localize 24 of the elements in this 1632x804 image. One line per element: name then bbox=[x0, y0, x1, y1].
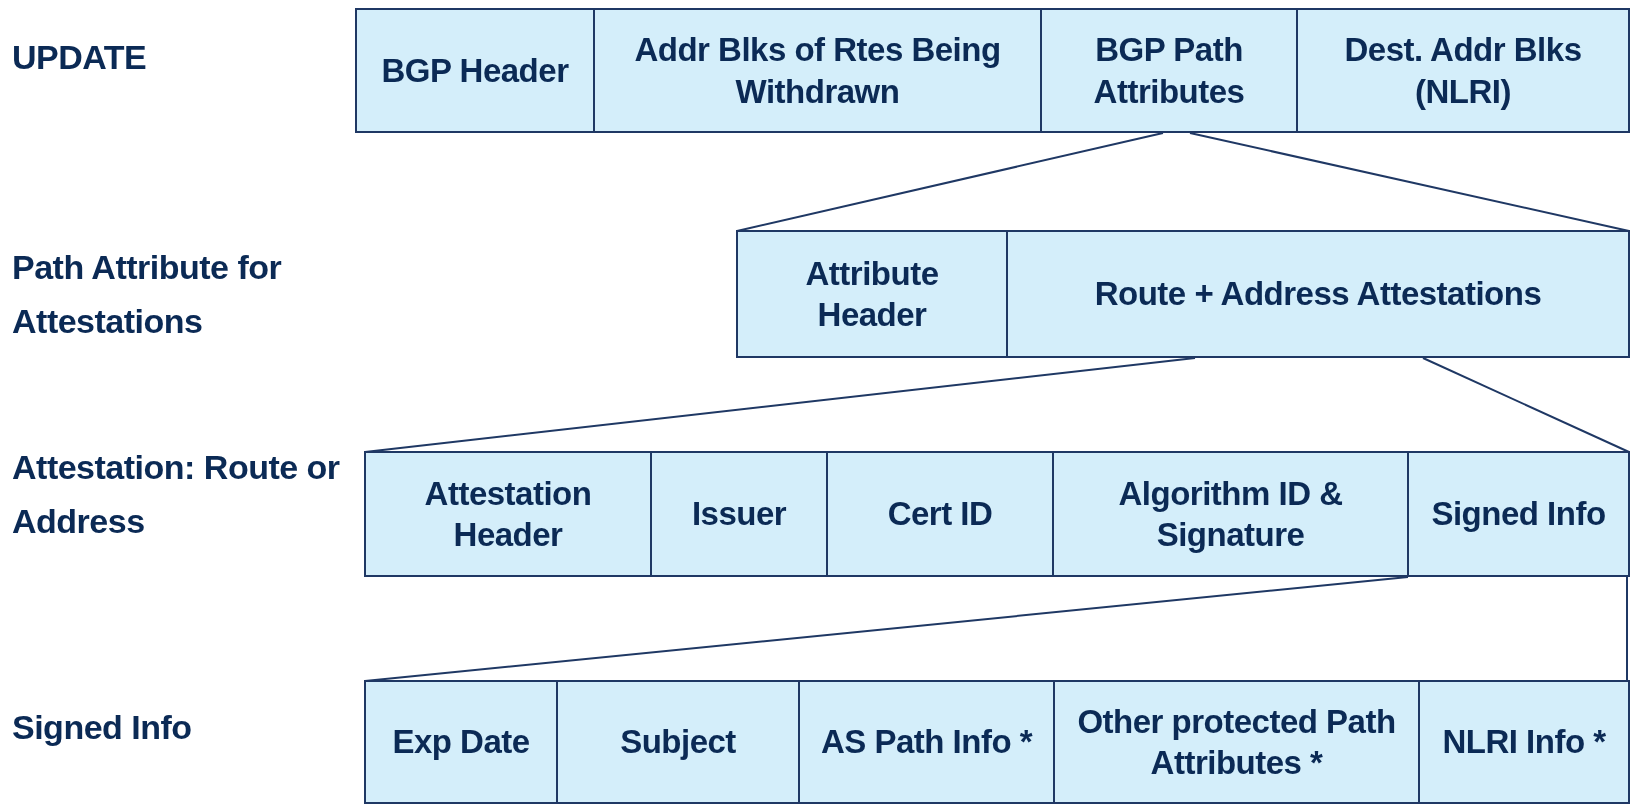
expansion-line bbox=[1626, 576, 1628, 682]
row-label: Attestation: Route or Address bbox=[12, 447, 341, 543]
expansion-line bbox=[1189, 132, 1630, 232]
field-box: Signed Info bbox=[1407, 451, 1630, 577]
row-label: Signed Info bbox=[12, 707, 193, 748]
field-box: Attestation Header bbox=[364, 451, 652, 577]
field-box: BGP Header bbox=[355, 8, 595, 133]
row-label: UPDATE bbox=[12, 37, 148, 78]
field-box: Exp Date bbox=[364, 680, 558, 804]
expansion-line bbox=[1422, 357, 1630, 453]
field-box: AS Path Info * bbox=[798, 680, 1055, 804]
field-box: Addr Blks of Rtes Being Withdrawn bbox=[593, 8, 1042, 133]
field-box: NLRI Info * bbox=[1418, 680, 1630, 804]
field-box: Route + Address Attestations bbox=[1006, 230, 1630, 358]
field-box: Cert ID bbox=[826, 451, 1054, 577]
field-box: Attribute Header bbox=[736, 230, 1008, 358]
row-label: Path Attribute for Attestations bbox=[12, 247, 283, 343]
field-box: Subject bbox=[556, 680, 800, 804]
expansion-line bbox=[736, 132, 1164, 232]
field-box: Algorithm ID & Signature bbox=[1052, 451, 1409, 577]
field-box: Issuer bbox=[650, 451, 828, 577]
field-box: Other protected Path Attributes * bbox=[1053, 680, 1420, 804]
field-box: BGP Path Attributes bbox=[1040, 8, 1298, 133]
field-box: Dest. Addr Blks (NLRI) bbox=[1296, 8, 1630, 133]
